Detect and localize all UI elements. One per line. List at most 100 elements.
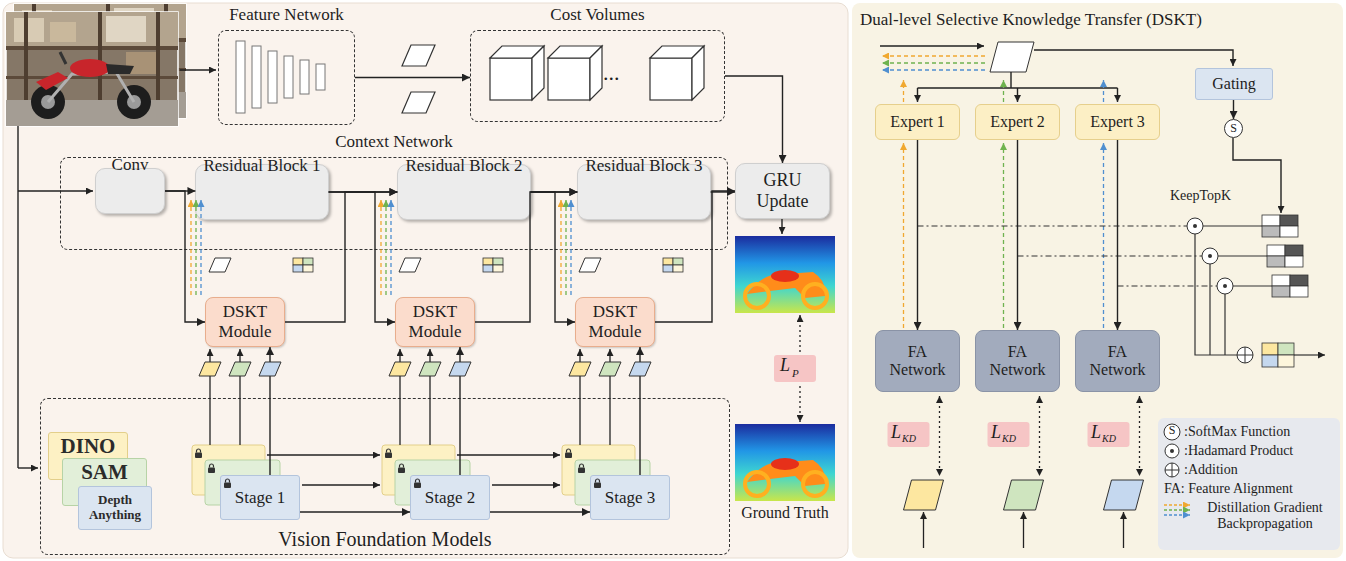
depth-map [735,424,835,501]
box-label: DSKT Module [582,302,648,341]
process-box: Residual Block 1 [195,164,328,220]
legend-symbol [1164,424,1180,440]
gradient-lines [191,200,571,295]
lock-icon [398,464,405,473]
connector-arrow [329,192,395,322]
gating-box: Gating [1195,68,1273,100]
feature-map [402,45,435,66]
gradient-lines [904,80,1104,328]
connector-arrow [1117,140,1118,330]
stage-token [389,362,411,376]
box-label: Gating [1212,75,1256,93]
connector-arrow [725,76,783,163]
model-card: Depth Anything [78,486,152,530]
box-label: Expert 1 [890,113,945,131]
image-caption: Ground Truth [741,504,829,521]
feature-map [990,42,1034,72]
lock-icon [578,464,585,473]
teacher-arrow [924,512,1124,548]
stage-card: Stage 3 [590,475,670,520]
feature-map [402,92,435,113]
addition-symbol [1237,347,1253,363]
hadamard-symbol [1187,218,1233,294]
loss-subscript: KD [902,433,916,445]
input-arrow [880,45,984,46]
alignment-box: FA Network [975,330,1060,392]
connector-arrow [355,77,470,78]
loss-symbol: L [780,355,790,376]
connector-arrow [490,511,590,512]
network-group: Context NetworkConvResidual Block 1Resid… [60,157,728,250]
expert-box: Expert 3 [1075,104,1160,140]
legend-entry: Distillation Gradient Backpropagation [1194,500,1336,532]
lock-icon [594,479,601,488]
operation-label: KeepTopK [1170,188,1231,204]
lock-icon [565,449,572,458]
process-box: GRU Update [735,163,830,219]
connector-arrow [531,192,575,322]
loss-subscript: KD [1102,433,1116,444]
box-label: DSKT Module [212,302,278,341]
box-label: Residual Block 2 [405,156,522,176]
stage-token [259,362,281,376]
ellipsis-label: ... [603,60,620,85]
mask-lines [1195,226,1325,355]
depth-map [735,236,835,313]
panel-title: Dual-level Selective Knowledge Transfer … [860,10,1335,30]
loss-link [799,315,800,422]
loss-link [940,396,1140,476]
stage-token [199,362,221,376]
legend-entry: FA: Feature Alignment [1164,481,1293,497]
topk-mask [1262,215,1298,237]
stage-token [599,362,621,376]
fused-grid [483,258,503,272]
process-box: Residual Block 2 [397,164,530,220]
fused-grid [663,258,683,272]
connector-arrow [475,192,577,322]
box-label: FA Network [882,343,953,380]
box-label: Expert 2 [990,113,1045,131]
box-label: SAM [81,460,128,484]
loss-subscript: KD [1002,433,1016,444]
feature-map [579,258,601,272]
connector-arrow [1233,100,1234,119]
legend-text: Distillation Gradient Backpropagation [1207,500,1322,531]
loss-symbol: L [991,422,1001,442]
box-label: Residual Block 3 [585,156,702,176]
gradient-lines [882,56,985,70]
legend-symbol [1165,444,1179,458]
loss-subscript: P [792,367,799,379]
connector-arrow [917,140,918,330]
box-label: FA Network [982,343,1053,380]
box-label: Expert 3 [1090,113,1145,131]
loss-subscript: KD [1102,433,1116,445]
connector-arrow [165,191,205,322]
stage-token [419,362,441,376]
product-lines [918,226,1218,286]
topk-mask [1267,245,1303,267]
loss-symbol: L [1091,422,1101,442]
legend-text: :SoftMax Function [1184,424,1290,439]
encoder-icon [236,41,325,113]
feature-map [209,258,231,272]
loss-symbol: L [891,422,901,443]
fused-grid [1262,343,1294,367]
cost-cube [650,46,704,100]
module-box: DSKT Module [205,297,285,347]
softmax-circle: S [1224,119,1243,138]
process-box: Conv [95,168,165,214]
box-label: GRU Update [742,170,823,211]
output-arrow [781,219,782,234]
box-label: Depth Anything [85,493,145,523]
model-group: Vision Foundation ModelsDINOSAMDepth Any… [40,398,730,555]
lock-icon [195,449,202,458]
box-label: Stage 2 [425,488,476,508]
alignment-box: FA Network [875,330,960,392]
legend-symbol-letter: S [1169,423,1176,437]
legend-entry: :Addition [1184,462,1238,478]
left-panel [3,3,848,558]
connector-arrow [285,192,397,322]
ellipsis-label: ... [603,60,620,85]
